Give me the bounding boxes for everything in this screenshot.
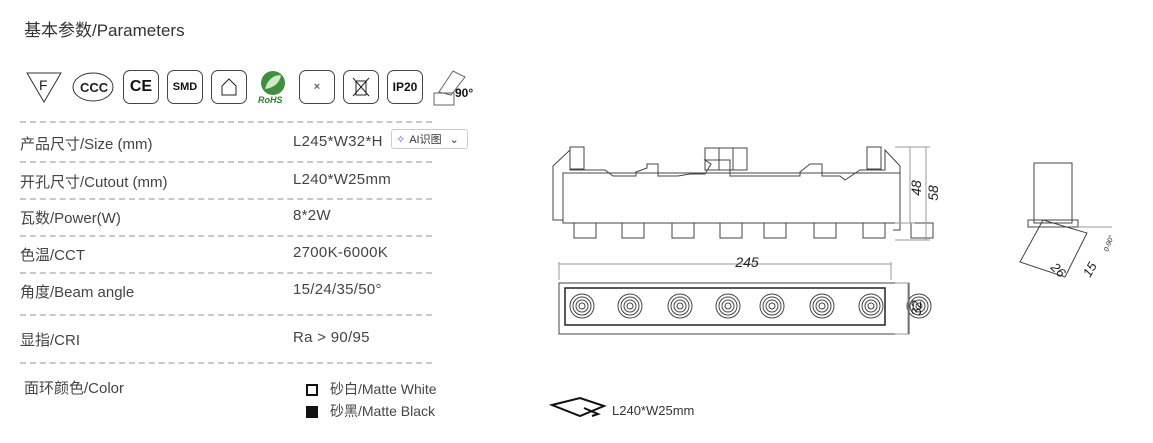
lens-ring: [759, 293, 785, 319]
spec-label-size: 产品尺寸/Size (mm): [20, 136, 153, 153]
lens-ring: [626, 302, 634, 310]
spec-label-cri: 显指/CRI: [20, 332, 81, 349]
lens-ring: [715, 293, 741, 319]
led-pod: [763, 222, 787, 239]
led-pod: [573, 222, 597, 239]
divider: [20, 314, 432, 316]
spec-value-cri: Ra > 90/95: [293, 329, 370, 346]
f-mark-icon: F: [26, 72, 62, 103]
ai-image-recognition-button[interactable]: ✧ AI识图 ⌄: [391, 129, 468, 149]
color-option-label: 砂白/Matte White: [330, 381, 437, 397]
led-pod: [910, 222, 934, 239]
indoor-icon: [211, 70, 247, 104]
spec-label-beam: 角度/Beam angle: [20, 284, 135, 301]
lens-ring: [578, 302, 586, 310]
lens-ring: [861, 296, 881, 316]
spec-label-power: 瓦数/Power(W): [20, 210, 121, 227]
no-cover-icon: ×: [299, 70, 335, 104]
page-title: 基本参数/Parameters: [24, 21, 185, 40]
color-option-label: 砂黑/Matte Black: [330, 403, 436, 419]
lens-ring: [569, 293, 595, 319]
top-view: [558, 262, 932, 335]
lens-ring: [676, 302, 684, 310]
lens-ring: [724, 302, 732, 310]
svg-text:90°: 90°: [455, 86, 473, 100]
lens-ring: [721, 299, 735, 313]
dim-side-15: 15: [1080, 259, 1101, 280]
divider: [20, 235, 432, 237]
lens-ring: [809, 293, 835, 319]
tilt-icon: 90°: [433, 70, 473, 106]
cutout-size-label: L240*W25mm: [612, 403, 694, 418]
lens-ring: [912, 299, 926, 313]
lens-ring: [617, 293, 643, 319]
ccc-icon: CCC: [72, 72, 114, 102]
lens-ring: [915, 302, 923, 310]
spec-value-beam: 15/24/35/50°: [293, 281, 382, 298]
spec-label-cutout: 开孔尺寸/Cutout (mm): [20, 174, 168, 191]
lens-ring: [673, 299, 687, 313]
lens-ring: [867, 302, 875, 310]
lens-ring: [762, 296, 782, 316]
sparkle-icon: ✧: [396, 133, 406, 146]
lens-ring: [906, 293, 932, 319]
lens-ring: [623, 299, 637, 313]
lens-ring: [765, 299, 779, 313]
color-option-black: 砂黑/Matte Black: [306, 401, 435, 421]
lens-ring: [620, 296, 640, 316]
lens-ring: [864, 299, 878, 313]
color-option-white: 砂白/Matte White: [306, 379, 437, 399]
lens-ring: [667, 293, 693, 319]
black-swatch-icon: [306, 406, 318, 419]
weee-icon: [343, 70, 379, 104]
ip20-icon: IP20: [387, 70, 423, 104]
certification-icons: F CCC CE SMD RoHS × IP20 90°: [25, 67, 481, 107]
spec-value-power: 8*2W: [293, 207, 331, 224]
color-label: 面环颜色/Color: [24, 380, 125, 397]
lens-ring: [670, 296, 690, 316]
led-pod: [862, 222, 886, 239]
chevron-down-icon: ⌄: [449, 133, 459, 146]
svg-text:CCC: CCC: [80, 80, 109, 95]
led-pod: [671, 222, 695, 239]
dim-side-26: 26: [1047, 259, 1069, 281]
divider: [20, 362, 432, 364]
dim-length: 245: [734, 254, 759, 270]
cutout-icon: [548, 396, 607, 418]
lens-ring: [572, 296, 592, 316]
spec-value-cutout: L240*W25mm: [293, 171, 392, 188]
rohs-icon: RoHS: [258, 71, 285, 105]
dim-tilt: 0-90°: [1102, 234, 1115, 253]
spec-value-cct: 2700K-6000K: [293, 244, 389, 261]
dim-height-48: 48: [908, 180, 924, 196]
led-pod: [813, 222, 837, 239]
led-pod: [719, 222, 743, 239]
svg-text:RoHS: RoHS: [258, 95, 283, 105]
lens-ring: [858, 293, 884, 319]
lens-ring: [768, 302, 776, 310]
technical-drawing: 245 48 58 32 26 15 0-90° L240*W25mm: [548, 146, 1116, 418]
spec-label-cct: 色温/CCT: [20, 247, 85, 264]
ce-icon: CE: [123, 70, 159, 104]
dim-height-58: 58: [925, 185, 941, 201]
lens-ring: [718, 296, 738, 316]
white-swatch-icon: [306, 384, 318, 397]
lens-ring: [815, 299, 829, 313]
svg-text:F: F: [39, 77, 48, 93]
lens-ring: [575, 299, 589, 313]
lens-ring: [812, 296, 832, 316]
dim-width: 32: [908, 300, 924, 316]
led-pod: [621, 222, 645, 239]
lens-ring: [909, 296, 929, 316]
divider: [20, 272, 432, 274]
divider: [20, 198, 432, 200]
smd-icon: SMD: [167, 70, 203, 104]
lens-ring: [818, 302, 826, 310]
divider: [20, 121, 432, 123]
divider: [20, 161, 432, 163]
spec-value-size: L245*W32*H: [293, 133, 383, 150]
front-view: [552, 146, 934, 241]
side-view: [1019, 162, 1112, 278]
ai-button-label: AI识图: [409, 134, 442, 146]
